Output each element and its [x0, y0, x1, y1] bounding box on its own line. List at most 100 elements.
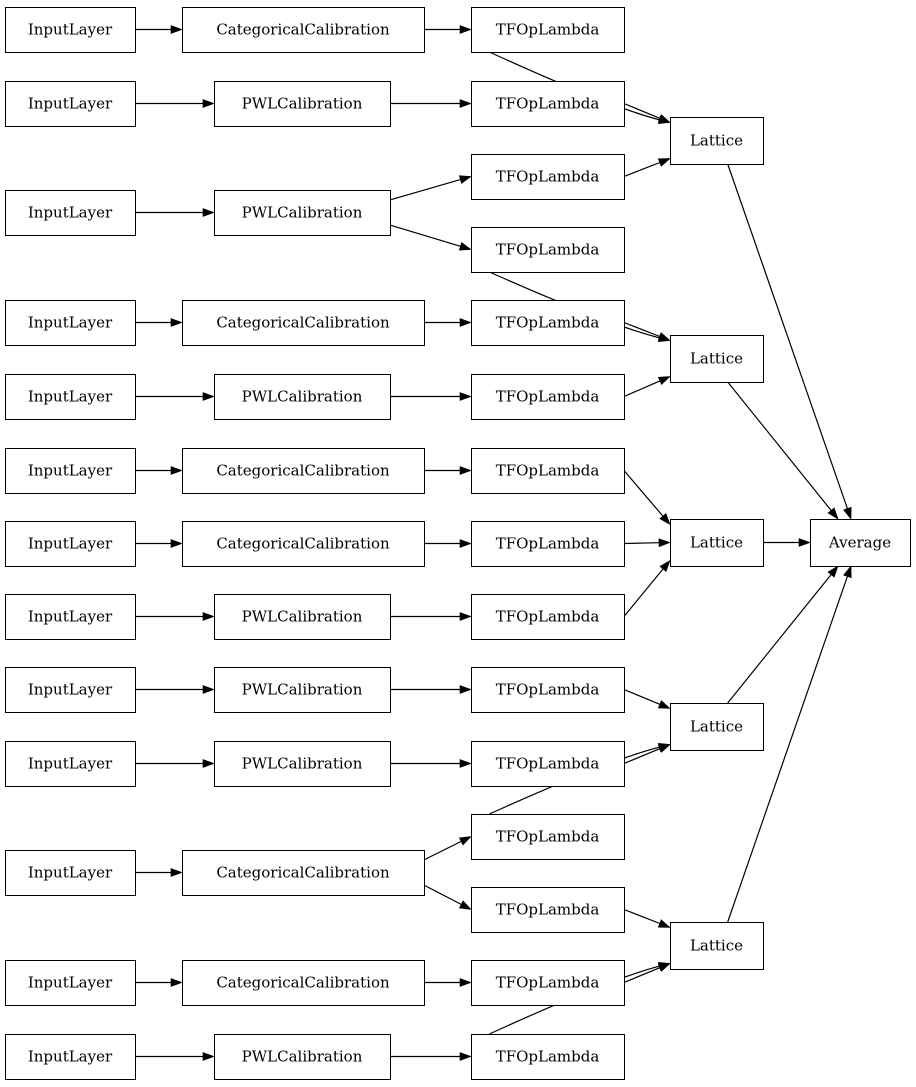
node-box: [4, 299, 137, 347]
node-tfop-lambda-op7[interactable]: TFOpLambda: [470, 447, 626, 495]
node-box: [213, 666, 392, 714]
node-pwlcalibration-cal9[interactable]: PWLCalibration: [213, 666, 392, 714]
node-box: [4, 447, 137, 495]
node-input-layer-in9[interactable]: InputLayer: [4, 666, 137, 714]
node-input-layer-in2[interactable]: InputLayer: [4, 80, 137, 128]
edge-line: [623, 568, 664, 617]
node-tfop-lambda-op6[interactable]: TFOpLambda: [470, 373, 626, 421]
edge-in13-to-cal13: [135, 1052, 215, 1061]
node-tfop-lambda-op3[interactable]: TFOpLambda: [470, 153, 626, 201]
arrow-head-icon: [657, 114, 671, 123]
node-tfop-lambda-op13[interactable]: TFOpLambda: [470, 886, 626, 934]
node-box: [4, 666, 137, 714]
edge-cal3-to-op3: [389, 175, 472, 201]
node-tfop-lambda-op11[interactable]: TFOpLambda: [470, 740, 626, 788]
node-categorical-calibration-cal6[interactable]: CategoricalCalibration: [181, 447, 426, 495]
node-box: [213, 189, 392, 237]
node-pwlcalibration-cal2[interactable]: PWLCalibration: [213, 80, 392, 128]
node-input-layer-in12[interactable]: InputLayer: [4, 959, 137, 1007]
node-box: [470, 593, 626, 641]
arrow-head-icon: [657, 376, 671, 386]
node-box: [470, 520, 626, 568]
edge-line: [727, 163, 848, 509]
node-input-layer-in8[interactable]: InputLayer: [4, 593, 137, 641]
node-input-layer-in5[interactable]: InputLayer: [4, 373, 137, 421]
node-box: [470, 740, 626, 788]
node-tfop-lambda-op8[interactable]: TFOpLambda: [470, 520, 626, 568]
node-average-avg[interactable]: Average: [809, 518, 912, 568]
node-lattice-lat2[interactable]: Lattice: [669, 334, 765, 384]
node-tfop-lambda-op5[interactable]: TFOpLambda: [470, 299, 626, 347]
node-tfop-lambda-op2[interactable]: TFOpLambda: [470, 80, 626, 128]
node-lattice-lat5[interactable]: Lattice: [669, 921, 765, 971]
node-tfop-lambda-op1[interactable]: TFOpLambda: [470, 6, 626, 54]
edge-lat5-to-avg: [727, 565, 852, 923]
node-input-layer-in4[interactable]: InputLayer: [4, 299, 137, 347]
arrow-head-icon: [659, 559, 671, 573]
node-box: [809, 518, 912, 568]
node-box: [213, 373, 392, 421]
node-box: [4, 849, 137, 897]
arrow-head-icon: [657, 742, 671, 752]
node-input-layer-in3[interactable]: InputLayer: [4, 189, 137, 237]
node-pwlcalibration-cal10[interactable]: PWLCalibration: [213, 740, 392, 788]
edge-line: [727, 574, 832, 704]
node-box: [470, 299, 626, 347]
node-box: [181, 6, 426, 54]
node-tfop-lambda-op15[interactable]: TFOpLambda: [470, 1033, 626, 1081]
edge-cal2-to-op2: [390, 99, 472, 108]
node-pwlcalibration-cal3[interactable]: PWLCalibration: [213, 189, 392, 237]
arrow-head-icon: [657, 962, 671, 971]
edge-cal3-to-op4: [389, 224, 472, 251]
node-pwlcalibration-cal8[interactable]: PWLCalibration: [213, 593, 392, 641]
node-tfop-lambda-op4[interactable]: TFOpLambda: [470, 226, 626, 274]
node-categorical-calibration-cal4[interactable]: CategoricalCalibration: [181, 299, 426, 347]
node-categorical-calibration-cal12[interactable]: CategoricalCalibration: [181, 959, 426, 1007]
node-pwlcalibration-cal5[interactable]: PWLCalibration: [213, 373, 392, 421]
node-box: [4, 1033, 137, 1081]
node-categorical-calibration-cal11[interactable]: CategoricalCalibration: [181, 849, 426, 897]
arrow-head-icon: [459, 612, 472, 621]
node-box: [470, 6, 626, 54]
node-tfop-lambda-op14[interactable]: TFOpLambda: [470, 959, 626, 1007]
arrow-head-icon: [202, 612, 215, 621]
node-box: [470, 666, 626, 714]
arrow-head-icon: [459, 466, 472, 475]
edge-line: [623, 321, 661, 338]
node-input-layer-in13[interactable]: InputLayer: [4, 1033, 137, 1081]
node-lattice-lat1[interactable]: Lattice: [669, 116, 765, 166]
node-box: [4, 6, 137, 54]
arrow-head-icon: [458, 836, 472, 846]
node-box: [4, 593, 137, 641]
edge-line: [423, 884, 462, 905]
node-tfop-lambda-op12[interactable]: TFOpLambda: [470, 813, 626, 861]
node-lattice-lat3[interactable]: Lattice: [669, 518, 765, 568]
arrow-head-icon: [459, 978, 472, 987]
node-tfop-lambda-op9[interactable]: TFOpLambda: [470, 593, 626, 641]
arrow-head-icon: [459, 539, 472, 548]
node-box: [181, 299, 426, 347]
edge-line: [623, 161, 661, 178]
node-input-layer-in10[interactable]: InputLayer: [4, 740, 137, 788]
edge-cal13-to-op15: [390, 1052, 472, 1061]
edge-line: [727, 381, 832, 511]
edge-cal11-to-op13: [423, 884, 472, 910]
arrow-head-icon: [202, 208, 215, 217]
node-input-layer-in1[interactable]: InputLayer: [4, 6, 137, 54]
arrow-head-icon: [827, 565, 839, 578]
node-input-layer-in11[interactable]: InputLayer: [4, 849, 137, 897]
arrow-head-icon: [798, 538, 811, 547]
node-input-layer-in6[interactable]: InputLayer: [4, 447, 137, 495]
edge-line: [623, 470, 664, 517]
node-categorical-calibration-cal1[interactable]: CategoricalCalibration: [181, 6, 426, 54]
node-box: [470, 959, 626, 1007]
arrow-head-icon: [658, 538, 671, 548]
node-tfop-lambda-op10[interactable]: TFOpLambda: [470, 666, 626, 714]
node-pwlcalibration-cal13[interactable]: PWLCalibration: [213, 1033, 392, 1081]
node-box: [213, 80, 392, 128]
node-categorical-calibration-cal7[interactable]: CategoricalCalibration: [181, 520, 426, 568]
node-input-layer-in7[interactable]: InputLayer: [4, 520, 137, 568]
node-lattice-lat4[interactable]: Lattice: [669, 702, 765, 752]
edge-op6-to-lat2: [623, 376, 671, 398]
node-box: [669, 116, 765, 166]
